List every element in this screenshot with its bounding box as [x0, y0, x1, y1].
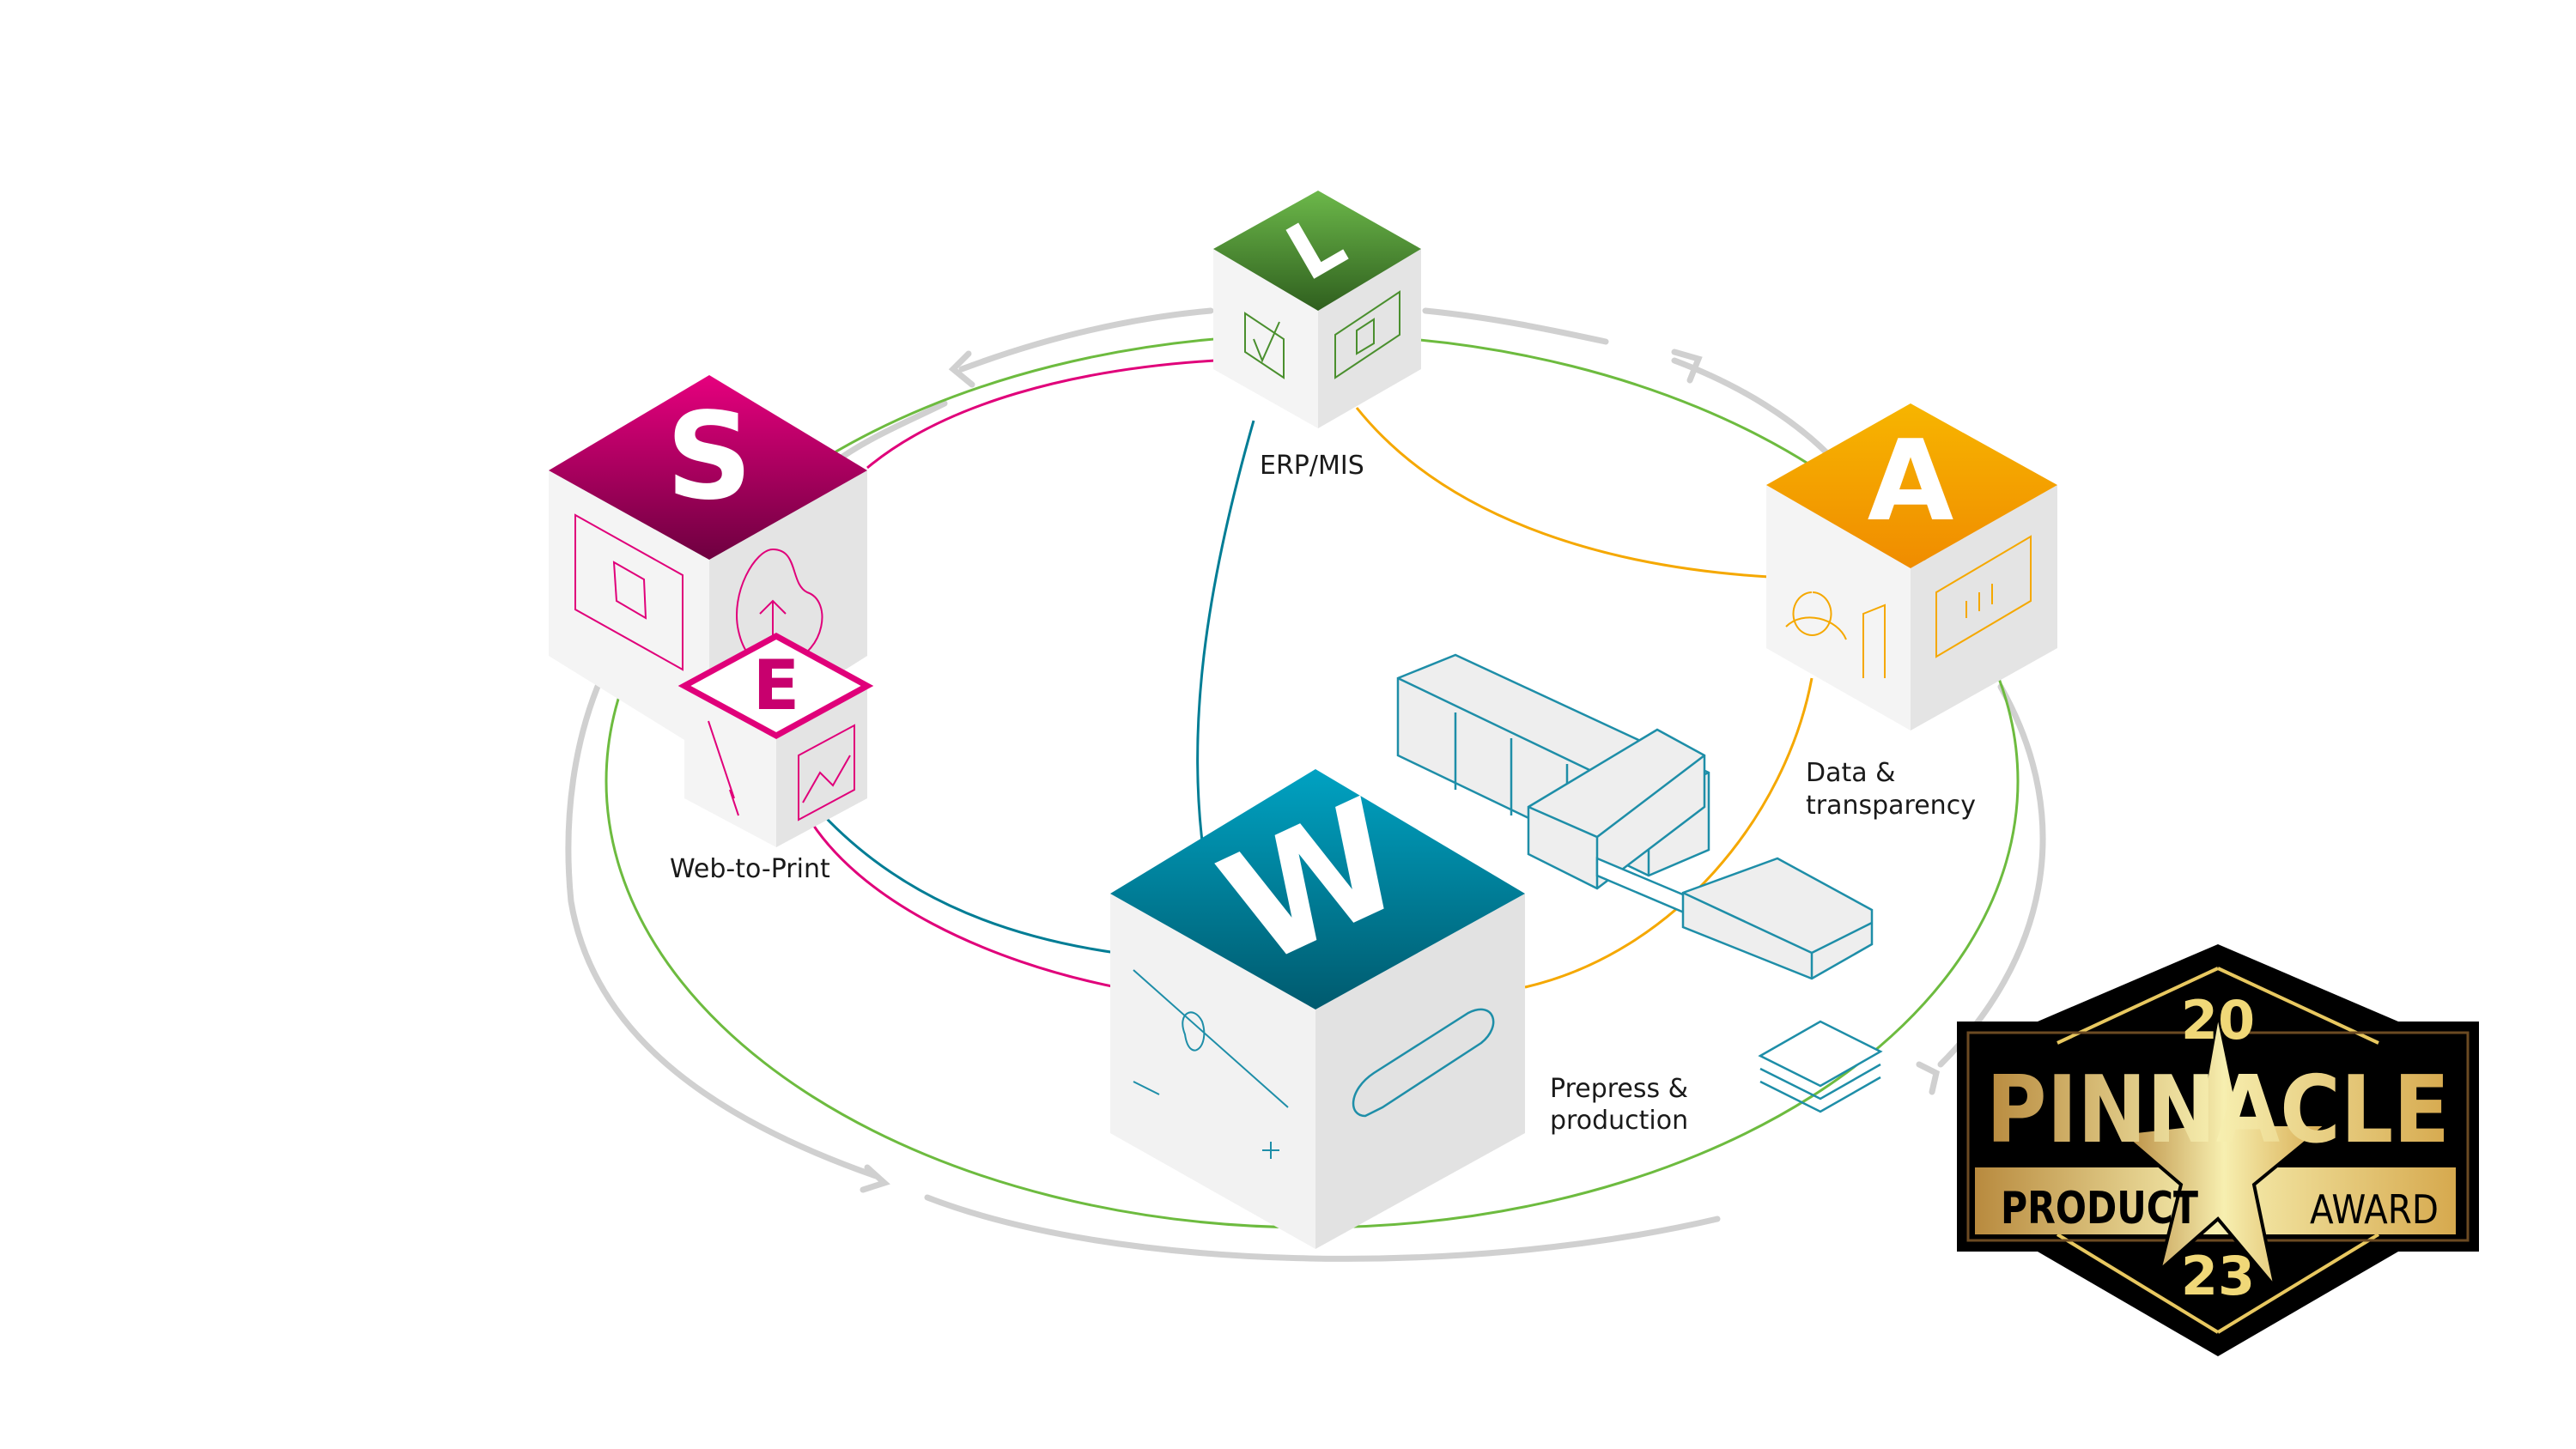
- outer-gray-ring: [565, 307, 2046, 1262]
- cube-a: A: [1766, 403, 2057, 731]
- label-data-line1: Data &: [1806, 758, 1896, 788]
- badge-title: PINNACLE: [1986, 1057, 2450, 1164]
- label-prepress-line1: Prepress &: [1550, 1074, 1688, 1104]
- label-erp-mis: ERP/MIS: [1260, 451, 1364, 481]
- badge-award: AWARD: [2310, 1186, 2439, 1233]
- brush-icon: [708, 720, 739, 816]
- label-prepress-line2: production: [1550, 1106, 1688, 1136]
- cube-a-letter: A: [1868, 415, 1954, 546]
- pinnacle-award-badge: 20 PINNACLE PRODUCT AWARD 23: [1957, 944, 2479, 1356]
- connection-lines: [805, 359, 1814, 989]
- monitor-shopping-icon: [574, 513, 683, 671]
- cube-e: E: [677, 633, 874, 847]
- monitor-analytics-icon: [1935, 535, 2032, 658]
- label-data-line2: transparency: [1806, 791, 1976, 821]
- cube-s-letter: S: [666, 387, 753, 527]
- ink-drop-icon: [1133, 969, 1289, 1159]
- badge-year-bottom: 23: [2181, 1245, 2255, 1307]
- badge-year-top: 20: [2181, 989, 2255, 1052]
- cube-w: W: [1110, 767, 1525, 1249]
- person-chart-icon: [1785, 591, 1886, 678]
- cube-e-letter: E: [753, 646, 800, 725]
- printer-illustration: [1396, 653, 1883, 1113]
- checkbox-icon: [1244, 312, 1285, 379]
- cartridge-icon: [1352, 1008, 1495, 1118]
- label-web-to-print: Web-to-Print: [670, 854, 830, 884]
- image-icon: [798, 724, 855, 822]
- badge-product: PRODUCT: [2001, 1183, 2198, 1234]
- monitor-document-icon: [1334, 290, 1400, 379]
- cube-l: L: [1213, 191, 1421, 428]
